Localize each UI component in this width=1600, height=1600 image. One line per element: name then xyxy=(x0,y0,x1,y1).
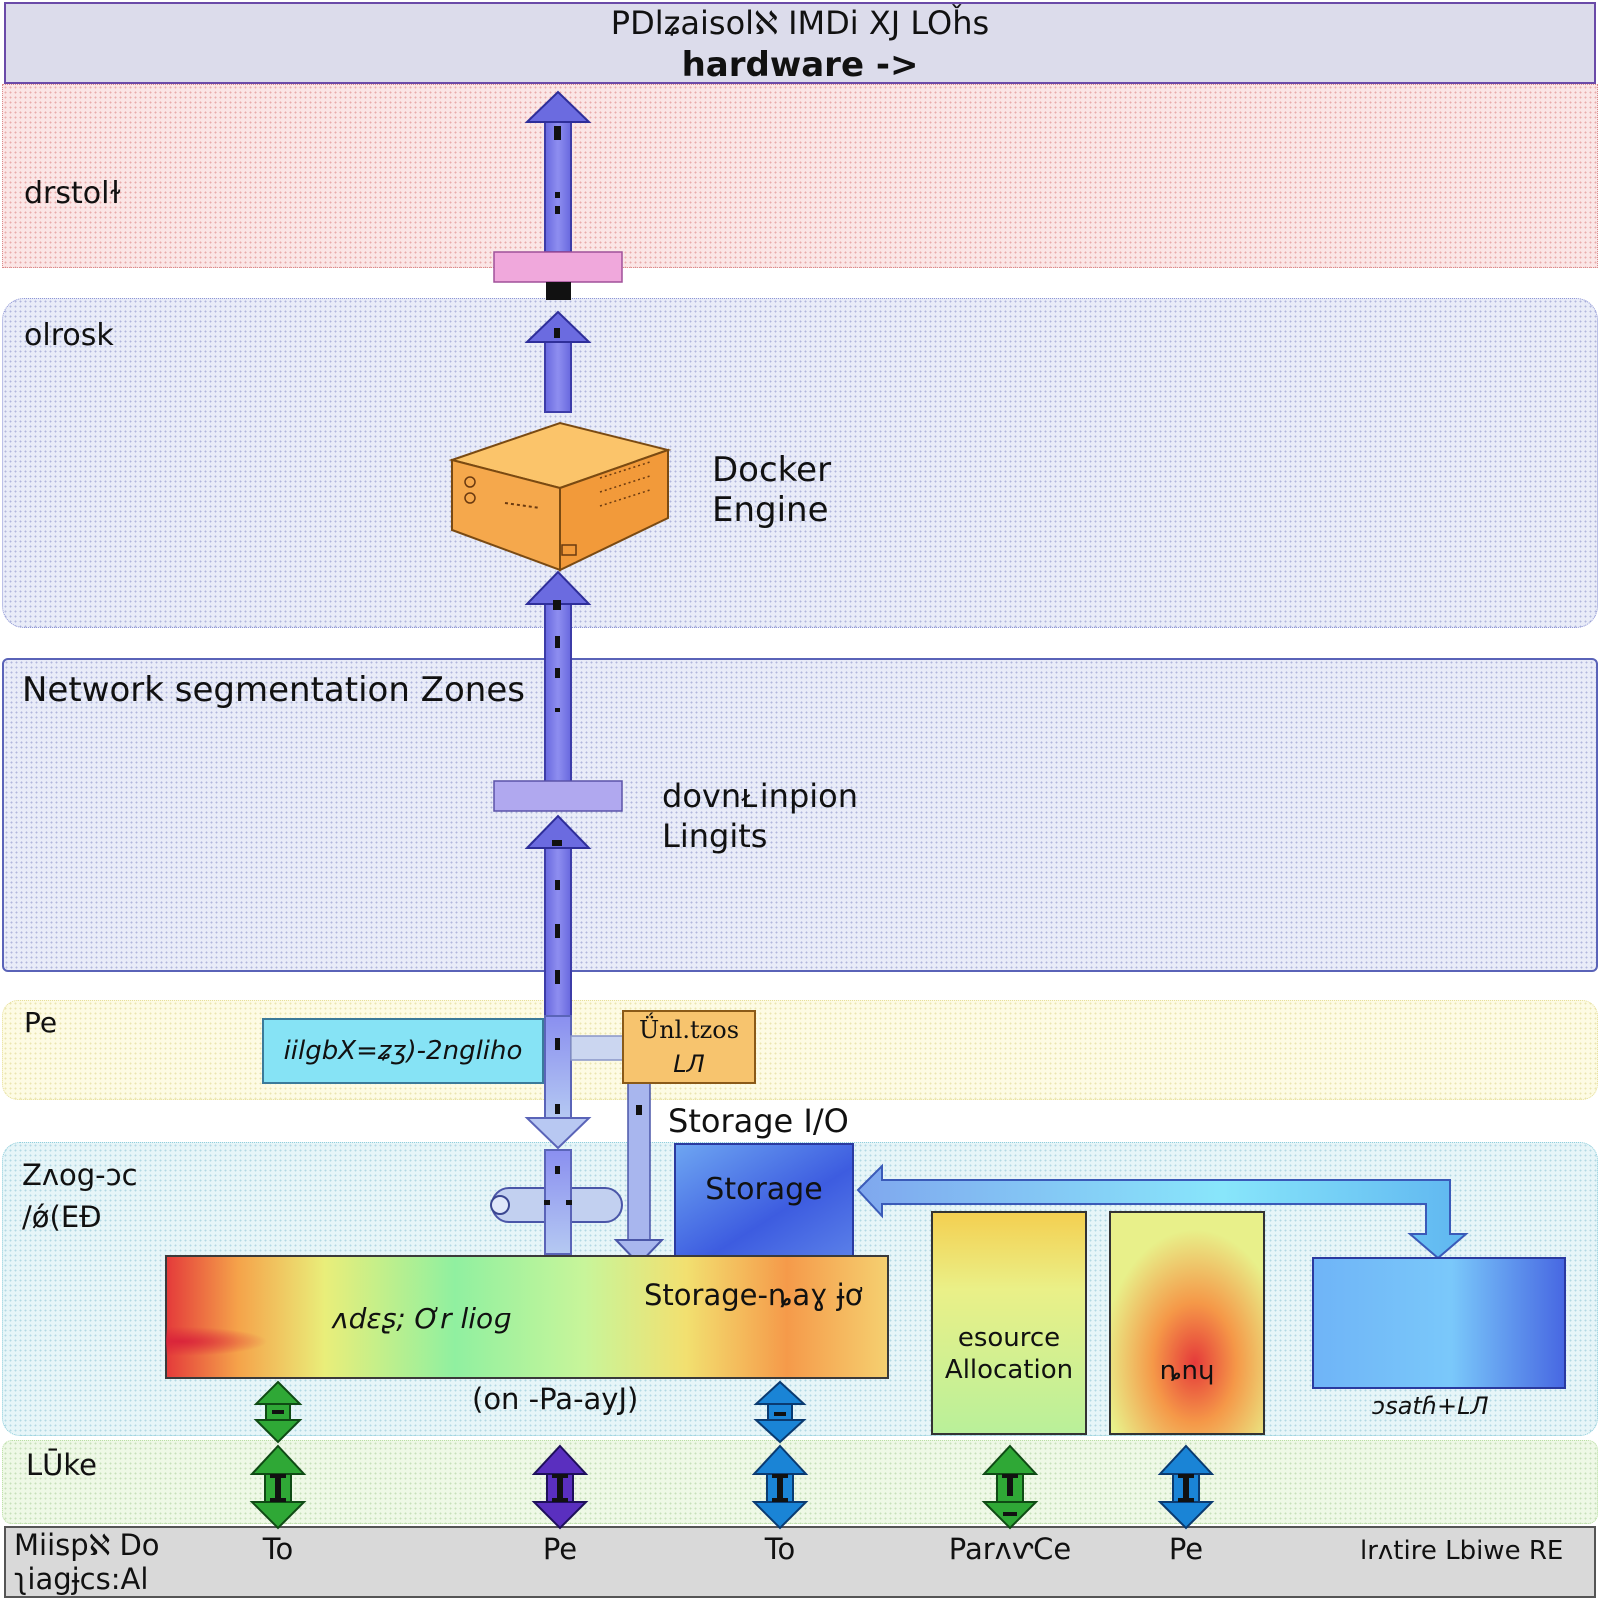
band-red-label: drstolɫ xyxy=(24,176,122,211)
resource-line1: esource xyxy=(957,1323,1061,1353)
footer-item: ParᴧⱱCe xyxy=(948,1532,1072,1566)
band-cyan-label-line1: Zᴧog-ɔc xyxy=(22,1158,138,1192)
arrow-head-down xyxy=(524,1117,592,1150)
orange-config-line2: LЛ xyxy=(673,1050,705,1078)
band-cyan-label: Zᴧog-ɔc /ǿ(EĐ xyxy=(22,1154,138,1238)
footer-left-label: Miispℵ Do ʅiagɉcs:Al xyxy=(14,1528,160,1596)
footer-item: Pe xyxy=(1168,1532,1204,1566)
band-blue2-label: Network segmentation Zones xyxy=(22,670,525,710)
double-arrow-blue-1 xyxy=(751,1444,809,1530)
header-title-line2: hardware -> xyxy=(681,45,919,85)
double-arrow-green-1 xyxy=(249,1444,307,1530)
storage-box xyxy=(674,1143,854,1257)
band-red xyxy=(2,84,1598,268)
heat-bar-left-label: ʌdɛʂ; Ơr lioɡ xyxy=(332,1302,511,1335)
hot-box xyxy=(1109,1211,1265,1435)
arrow-head-4 xyxy=(524,814,592,849)
band-green-label: LŪke xyxy=(26,1448,97,1482)
limits-bar xyxy=(493,780,623,812)
double-arrow-green-2 xyxy=(981,1444,1039,1530)
resource-allocation-box xyxy=(931,1211,1087,1435)
footer-right-label: lrᴧtire Lbiwe RE xyxy=(1360,1536,1564,1566)
header-title-line1: PDlʑaisolℵ IMDi XJ LOȟs xyxy=(610,4,990,42)
pink-connector-bar xyxy=(493,251,623,283)
storage-label: Storage xyxy=(705,1172,823,1207)
band-blue1-label: olrosk xyxy=(24,318,114,353)
heat-bar-right-label: Storage-ȵaɣ ɉơ xyxy=(644,1278,863,1312)
arrow-head-2 xyxy=(524,310,592,343)
arrow-head-to-heat xyxy=(613,1239,665,1266)
arrow-head-3 xyxy=(524,570,592,605)
header-title: PDlʑaisolℵ IMDi XJ LOȟs hardware -> xyxy=(0,2,1600,86)
double-arrow-blue-2 xyxy=(1157,1444,1215,1530)
footer-item: To xyxy=(262,1532,294,1566)
band-blue-1 xyxy=(2,298,1598,628)
footer-band xyxy=(4,1526,1596,1598)
orange-config-line1: Ǘnl.tzos xyxy=(638,1016,740,1044)
right-blue-box-caption: ɔsatɦ+LЛ xyxy=(1372,1392,1489,1420)
double-arrow-small-green xyxy=(253,1380,303,1444)
vertical-bend-connector xyxy=(621,1067,651,1241)
arrow-shaft-3 xyxy=(544,601,572,783)
black-block xyxy=(546,282,571,300)
orange-config-box: Ǘnl.tzos LЛ xyxy=(622,1010,756,1084)
double-arrow-purple xyxy=(531,1444,589,1530)
band-blue-2 xyxy=(2,658,1598,972)
resource-allocation-label: esource Allocation xyxy=(932,1322,1086,1386)
docker-engine-line2: Engine xyxy=(712,490,829,530)
band-cyan-label-line2: /ǿ(EĐ xyxy=(22,1200,102,1234)
docker-engine-box xyxy=(448,421,672,572)
cyan-config-label: iilgbX=ʑʒ)-2ngliho xyxy=(283,1036,523,1066)
arrow-head-top xyxy=(524,90,592,123)
band-yellow-label: Pe xyxy=(24,1006,58,1039)
limits-label: dovnᴌinpion Lingits xyxy=(662,776,858,856)
footer-left-line1: Miispℵ Do xyxy=(14,1528,160,1562)
limits-line2: Lingits xyxy=(662,817,768,855)
connector-to-orange xyxy=(570,1035,624,1061)
heat-bar-caption: (on -Pa-ayJ) xyxy=(472,1382,639,1416)
docker-engine-line1: Docker xyxy=(712,450,832,490)
arrow-shaft-2 xyxy=(544,339,572,413)
header-band xyxy=(4,2,1596,84)
footer-left-line2: ʅiagɉcs:Al xyxy=(14,1562,149,1596)
resource-line2: Allocation xyxy=(944,1355,1074,1385)
double-arrow-small-blue xyxy=(753,1380,807,1444)
docker-engine-label: Docker Engine xyxy=(712,450,831,530)
cyan-config-box: iilgbX=ʑʒ)-2ngliho xyxy=(262,1018,544,1084)
hot-box-label: ȵnɥ xyxy=(1159,1356,1215,1386)
storage-io-label: Storage I/O xyxy=(668,1102,849,1140)
footer-item: Pe xyxy=(542,1532,578,1566)
footer-item: To xyxy=(764,1532,796,1566)
limits-line1: dovnᴌinpion xyxy=(662,777,858,815)
right-blue-box xyxy=(1312,1257,1566,1389)
